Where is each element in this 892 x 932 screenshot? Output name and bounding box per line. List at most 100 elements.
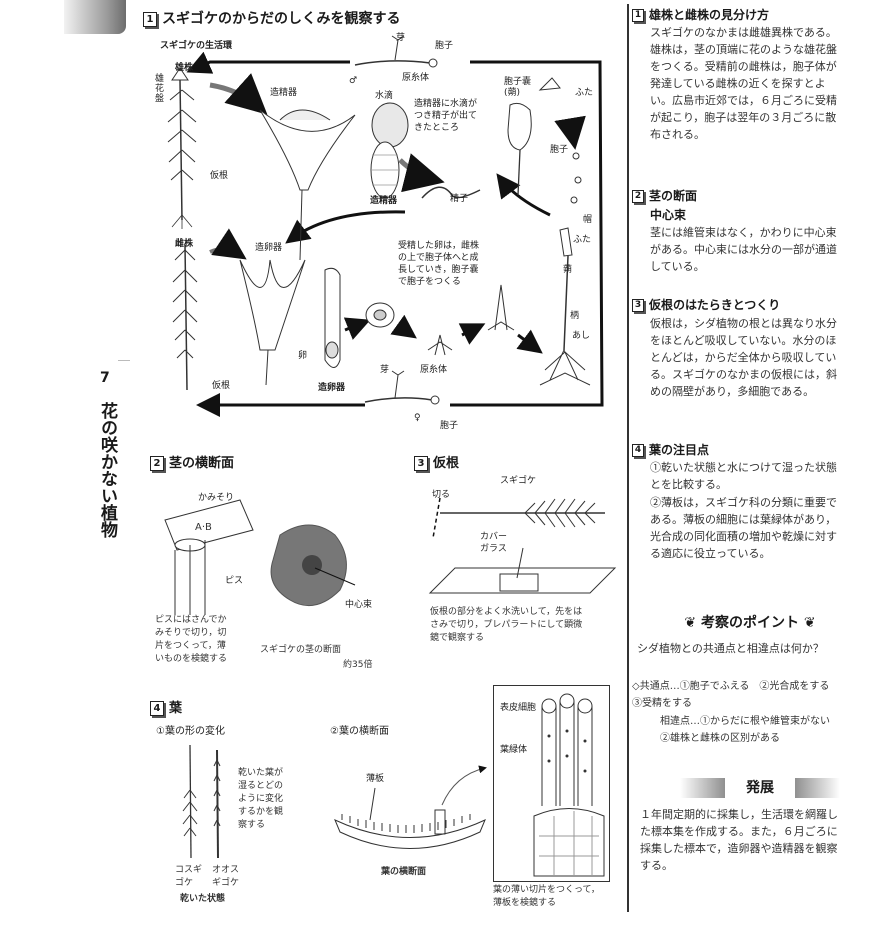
gray-arrow (209, 228, 247, 260)
gray-arrow (398, 153, 445, 193)
section-number-box: 3 (632, 299, 644, 312)
right-r4-item1: ①乾いた状態と水につけて湿った状態とを比較する。 (650, 461, 837, 491)
dry-leaves-drawing (182, 744, 221, 859)
caption-dry-leaf: 乾いた葉が 湿るとどの ように変化 するかを観 察する (238, 768, 284, 830)
label-lamella: 薄板 (366, 774, 385, 784)
arrow (343, 317, 371, 340)
pith-stick (174, 538, 206, 615)
male-plant (167, 67, 197, 229)
water-drop-antheridium (370, 102, 409, 199)
lamella-cells-box (493, 685, 610, 882)
label-archegonium-bottom: 造卵器 (318, 383, 346, 393)
label-kosugigoke: コスギ ゴケ (175, 865, 203, 888)
stem-section-diagram: A·B (164, 499, 356, 615)
label-dry-state: 乾いた状態 (180, 894, 226, 904)
label-epidermis: 表皮細胞 (500, 703, 537, 713)
kosatsu-heading: ❦ 考察のポイント ❦ (660, 612, 840, 632)
caption-rhizoid: 仮根の部分をよく水洗いして，先をは さみで切り，プレパラートにして顕微 鏡で観察… (430, 607, 583, 643)
arrow (458, 323, 486, 345)
hatten-banner: 発展 (680, 778, 840, 798)
label-sperm: 精子 (450, 194, 469, 204)
subheading-leaf-shape: ①葉の形の変化 (156, 726, 225, 737)
kosatsu-title: 考察のポイント (701, 615, 799, 631)
label-capsule-2: 蒴 (563, 265, 573, 275)
right-r1-title: 雄株と雌株の見分け方 (649, 8, 770, 22)
label-lid-1: ふた (575, 88, 594, 98)
leaf-cross-section-drawing (334, 765, 487, 849)
kosatsu-common: ◇共通点…①胞子でふえる ②光合成をする ③受精をする (632, 681, 840, 709)
cycle-arrow-top (186, 51, 350, 74)
young-sporophyte (427, 334, 453, 356)
column-rule (627, 4, 629, 912)
label-bud-bottom: 芽 (380, 365, 390, 375)
label-cut: 切る (432, 490, 451, 500)
label-capsule: 胞子嚢 (蒴) (504, 77, 532, 98)
hatten-title: 発展 (725, 778, 795, 798)
right-r3-heading: 3 仮根のはたらきとつくり (632, 296, 842, 313)
label-moss: スギゴケ (500, 476, 537, 486)
label-egg: 卵 (298, 351, 308, 361)
label-bud-top: 芽 (396, 33, 406, 43)
label-razor: かみそり (198, 493, 235, 503)
label-lid-2: ふた (573, 235, 592, 245)
section4-title: 葉 (169, 701, 183, 716)
right-r4-title: 葉の注目点 (649, 443, 710, 457)
archegonium-cup (239, 259, 306, 386)
label-rhizoid-2: 仮根 (212, 381, 231, 391)
female-plant (172, 244, 198, 391)
section3-title: 仮根 (433, 456, 460, 471)
label-cover-glass: カバー ガラス (480, 532, 508, 554)
label-male-plant: 雄株 (175, 63, 194, 73)
razor-blade: A·B (164, 499, 254, 551)
capsule-drawing (507, 77, 582, 204)
embryo (365, 302, 395, 328)
bottom-protonema (364, 370, 440, 405)
stem-cross-section (270, 524, 356, 607)
sporophyte (539, 227, 591, 386)
label-water-drop: 水滴 (375, 91, 394, 101)
label-protonema-top: 原糸体 (402, 73, 430, 83)
caption-water: 造精器に水滴が つき精子が出て きたところ (414, 99, 478, 133)
caption-cross-section: 葉の横断面 (381, 867, 427, 877)
kosatsu-difference: 相違点…①からだに根や維管束がない ②雄株と雌株の区別がある (660, 716, 840, 744)
chapter-tab-decoration (64, 0, 126, 34)
archegonium (324, 267, 341, 368)
label-foot: あし (572, 331, 591, 341)
right-r2-title: 茎の断面 (649, 189, 698, 203)
cycle-frame-right (450, 60, 604, 407)
svg-text:A·B: A·B (195, 522, 212, 533)
label-chloroplast: 葉緑体 (500, 745, 528, 755)
right-r2-text: 茎には維管束はなく，かわりに中心束がある。中心束には水分の一部が通道している。 (650, 226, 837, 273)
caption-magnification: 約35倍 (343, 660, 373, 670)
glass-slide (428, 547, 617, 594)
label-hood: 帽 (583, 215, 593, 225)
label-archegonium-top: 造卵器 (255, 243, 283, 253)
label-rhizoid-1: 仮根 (210, 171, 229, 181)
label-pith: ピス (225, 576, 244, 586)
gray-arrow (209, 73, 268, 115)
section2-title: 茎の横断面 (169, 456, 235, 471)
label-male-symbol: ♂ (349, 76, 358, 86)
label-female-symbol: ♀ (414, 413, 421, 423)
caption-stem-left: ピスにはさんでか みそりで切り，切 片をつくって，薄 いものを検鏡する (155, 615, 228, 664)
right-r3-text: 仮根は，シダ植物の根とは異なり水分をほとんど吸収していない。水分のほとんどは，か… (650, 317, 837, 398)
right-r1-text: スギゴケのなかまは雌雄異株である。雄株は，茎の頂端に花のような雄花盤をつくる。受… (650, 26, 837, 141)
section-number-box: 1 (143, 11, 157, 27)
top-protonema (354, 35, 438, 68)
lifecycle-title: スギゴケの生活環 (160, 41, 233, 51)
lamella-cells-drawing (533, 693, 605, 877)
chapter-title: 花の咲かない植物 (97, 402, 117, 538)
chapter-number: 7 (100, 370, 110, 386)
subheading-leaf-section: ②葉の横断面 (330, 726, 389, 737)
arrow (516, 329, 543, 354)
right-r3-title: 仮根のはたらきとつくり (649, 298, 781, 312)
gray-arrow (554, 115, 586, 150)
hatten-text: １年間定期的に採集し，生活環を網羅した標本集を作成する。また，６月ごろに採集した… (640, 808, 838, 872)
leaf-ornament-icon: ❦ (684, 615, 701, 631)
cycle-arrow-right (496, 173, 551, 217)
